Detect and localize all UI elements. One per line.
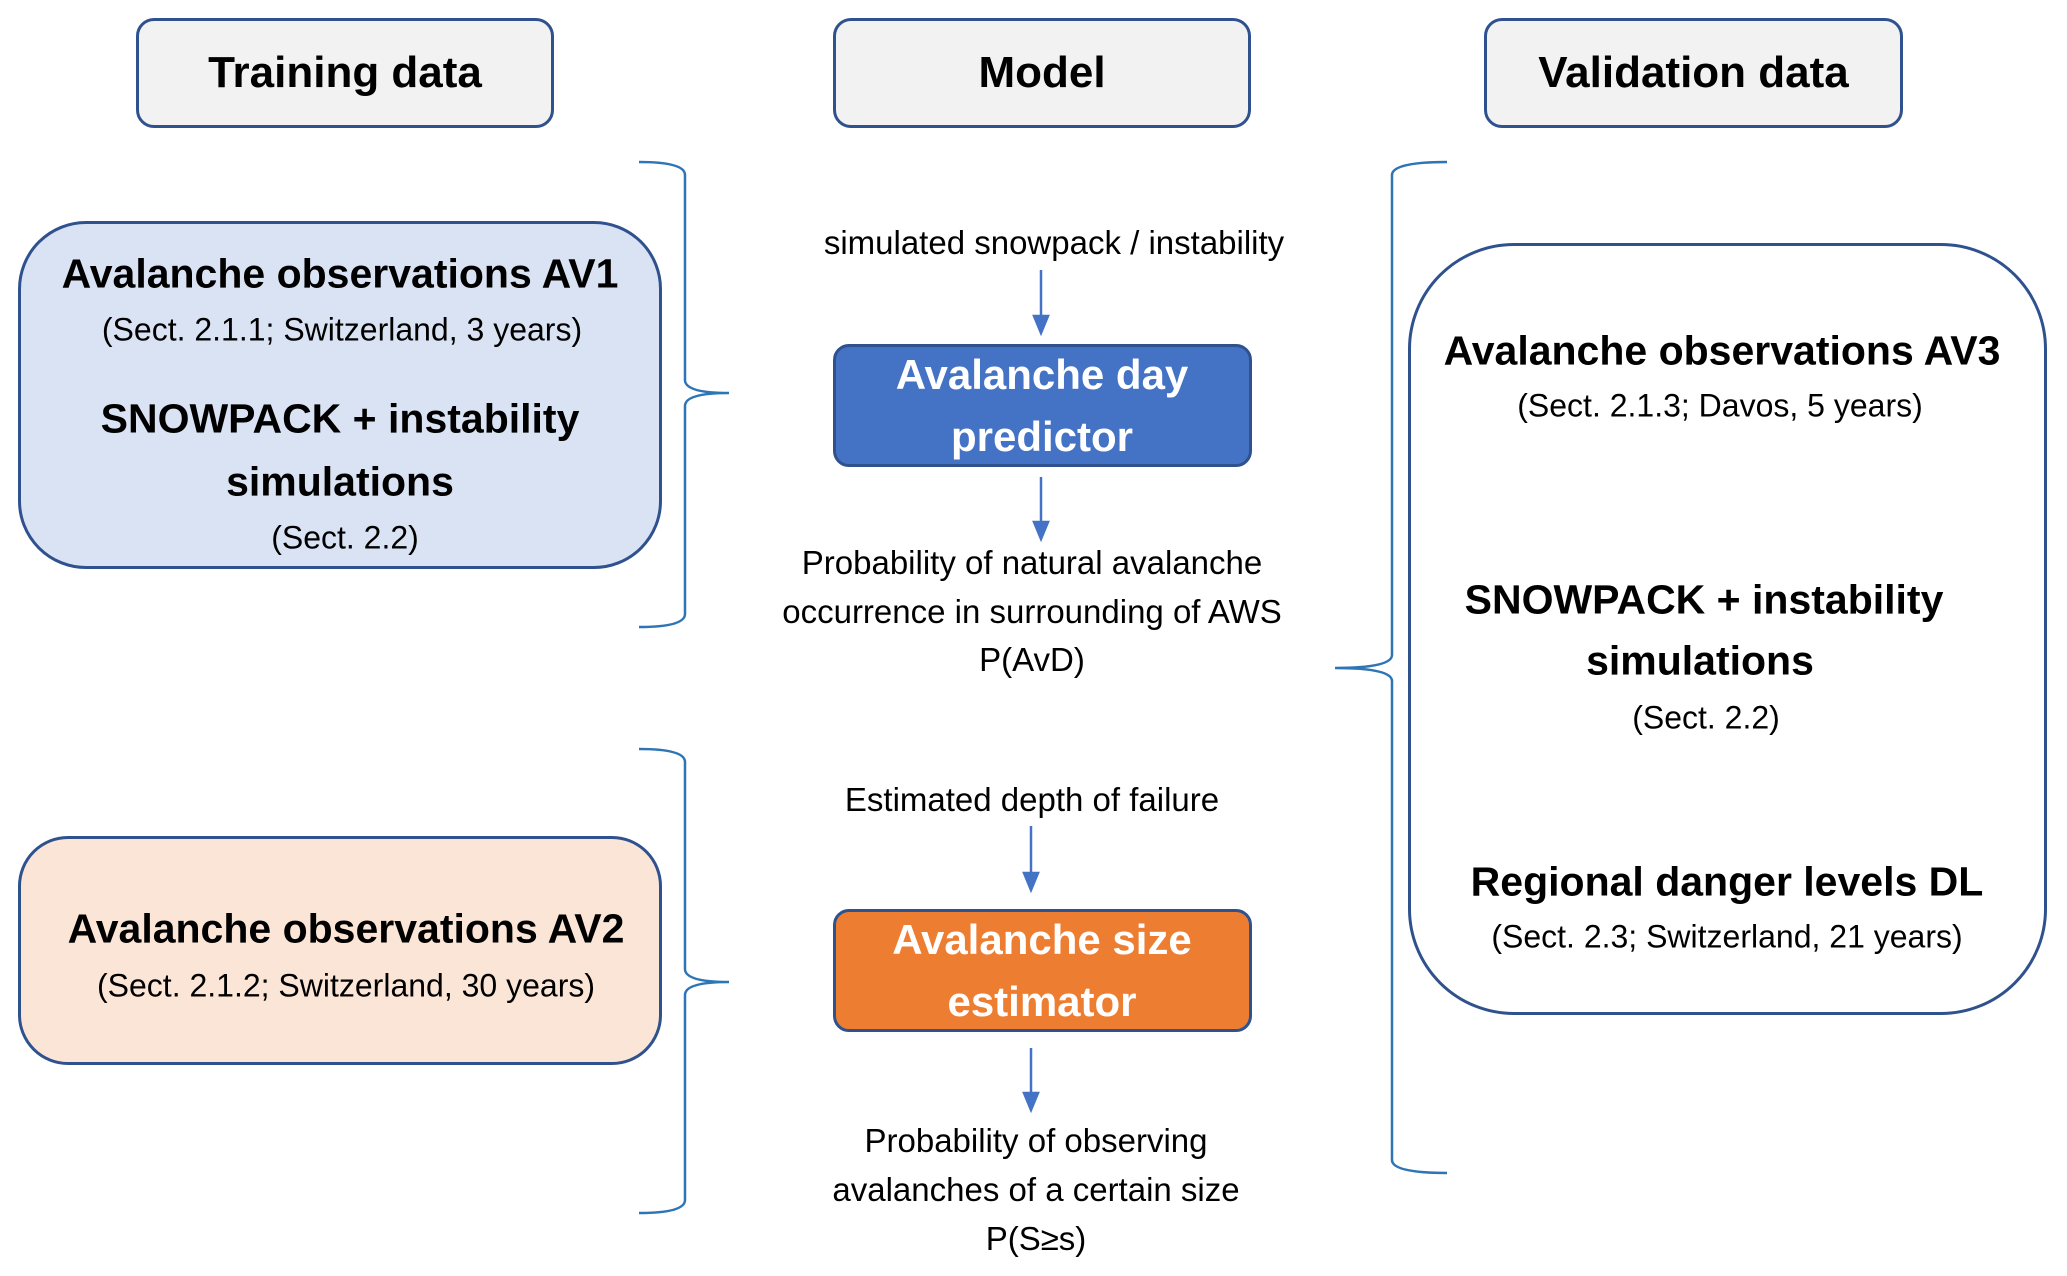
av2-title: Avalanche observations AV2: [67, 905, 625, 952]
predictor-output-line1: Probability of natural avalanche: [801, 544, 1263, 581]
danger-levels-title: Regional danger levels DL: [1470, 858, 1984, 905]
estimator-output-line2: avalanches of a certain size: [832, 1171, 1240, 1208]
validation-box: [1408, 243, 2047, 1015]
snowpack-title-line1: SNOWPACK + instability: [100, 395, 580, 442]
estimator-label-line1: Avalanche size: [892, 916, 1192, 963]
validation-snowpack-subtitle: (Sect. 2.2): [1632, 699, 1780, 736]
av2-subtitle: (Sect. 2.1.2; Switzerland, 30 years): [97, 967, 595, 1004]
estimator-input-label: Estimated depth of failure: [844, 781, 1220, 818]
header-validation-data: Validation data: [1484, 18, 1903, 128]
validation-snowpack-line1: SNOWPACK + instability: [1464, 576, 1944, 623]
header-model: Model: [833, 18, 1251, 128]
predictor-label-line2: predictor: [950, 413, 1134, 460]
avalanche-size-estimator-box: [833, 909, 1252, 1032]
av3-subtitle: (Sect. 2.1.3; Davos, 5 years): [1517, 387, 1923, 424]
av3-title: Avalanche observations AV3: [1443, 327, 2001, 374]
arrowhead-icon: [1032, 314, 1050, 337]
avalanche-day-predictor-box: [833, 344, 1252, 467]
estimator-label-line2: estimator: [947, 978, 1137, 1025]
training-group-1-box: [18, 221, 662, 569]
header-model-label: Model: [978, 48, 1106, 97]
training-group-2-box: [18, 836, 662, 1065]
header-training-data: Training data: [136, 18, 554, 128]
snowpack-subtitle: (Sect. 2.2): [271, 519, 419, 556]
predictor-output-line3: P(AvD): [979, 641, 1085, 678]
snowpack-title-line2: simulations: [226, 458, 454, 505]
arrowhead-icon: [1022, 871, 1040, 894]
av1-subtitle: (Sect. 2.1.1; Switzerland, 3 years): [101, 311, 583, 348]
av1-title: Avalanche observations AV1: [61, 250, 619, 297]
header-validation-label: Validation data: [1538, 48, 1849, 97]
predictor-label-line1: Avalanche day: [895, 351, 1189, 398]
validation-snowpack-line2: simulations: [1586, 637, 1814, 684]
header-training-label: Training data: [208, 48, 482, 97]
bracket-training-2: [638, 747, 730, 1215]
estimator-output-line3: P(S≥s): [985, 1220, 1087, 1257]
arrowhead-icon: [1022, 1091, 1040, 1114]
estimator-output-line1: Probability of observing: [864, 1122, 1208, 1159]
arrowhead-icon: [1032, 520, 1050, 543]
bracket-validation: [1334, 160, 1448, 1175]
bracket-training-1: [638, 160, 730, 629]
predictor-input-label: simulated snowpack / instability: [823, 224, 1285, 261]
predictor-output-line2: occurrence in surrounding of AWS: [782, 593, 1282, 630]
danger-levels-subtitle: (Sect. 2.3; Switzerland, 21 years): [1491, 918, 1963, 955]
